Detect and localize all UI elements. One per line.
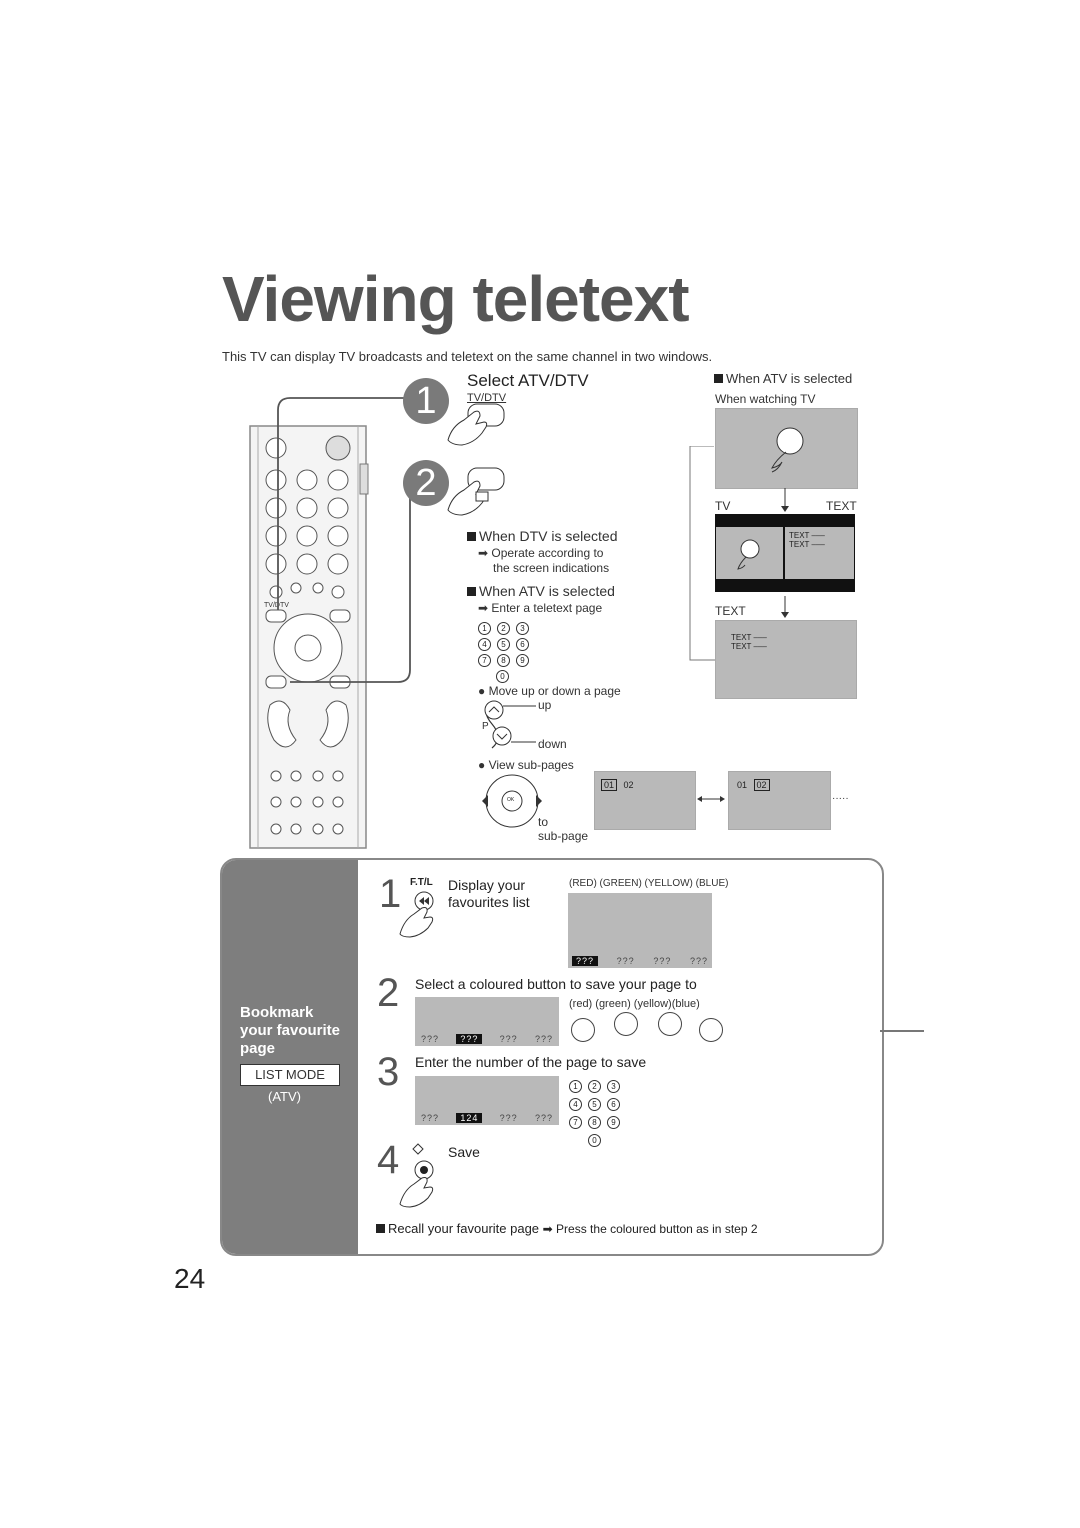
green-button-icon: [614, 1012, 638, 1036]
person-silhouette-small-icon: [737, 539, 760, 570]
bm-step-2-text: Select a coloured button to save your pa…: [415, 976, 697, 992]
tvdtv-label: TV/DTV: [467, 392, 507, 404]
favourites-list-screen: ????????????: [568, 893, 712, 968]
hand-rewind-icon: [399, 891, 434, 938]
down-label: down: [538, 737, 567, 751]
page-updown-rocker-icon: [484, 700, 536, 749]
ok-label: OK: [507, 797, 515, 803]
page-number-screen: ???124??????: [415, 1076, 559, 1125]
subpage-screen-1: 01 02: [594, 771, 696, 830]
right-atv-heading: When ATV is selected: [714, 371, 852, 386]
bookmark-title: Bookmark your favourite page: [240, 1004, 341, 1057]
more-dots: ·····: [832, 793, 849, 804]
to-label: to: [538, 815, 549, 829]
step-1-badge: 1: [403, 378, 449, 424]
text-screen: TEXT ––– TEXT –––: [715, 620, 857, 699]
save-slot-screen: ????????????: [415, 997, 559, 1046]
remote-control-illustration: [249, 425, 369, 849]
view-subpages-text: ● View sub-pages: [478, 758, 574, 772]
when-watching-label: When watching TV: [715, 392, 816, 406]
tv-label: TV: [715, 499, 731, 513]
blue-button-icon: [699, 1018, 723, 1042]
hand-press-icon: [447, 403, 505, 446]
p-label: P: [482, 721, 489, 732]
ftl-key-label: F.T/L: [410, 877, 433, 888]
step-2-badge: 2: [403, 460, 449, 506]
split-text-pane: TEXT ––– TEXT –––: [785, 527, 854, 579]
bm-step-3-number: 3: [377, 1050, 400, 1094]
page-number: 24: [174, 1263, 206, 1294]
bookmark-sidebar: Bookmark your favourite page LIST MODE (…: [222, 860, 358, 1254]
hand-press-text-icon: [447, 467, 505, 516]
bm-step-3-text: Enter the number of the page to save: [415, 1054, 647, 1070]
text-label: TEXT: [826, 499, 857, 513]
intro-text: This TV can display TV broadcasts and te…: [222, 349, 713, 364]
flow-arrows: [689, 446, 789, 661]
atv-note: ➡ Enter a teletext page: [478, 601, 603, 615]
dtv-heading: When DTV is selected: [467, 528, 618, 544]
bm-step-1-number: 1: [379, 872, 402, 916]
connector-lines: [277, 397, 411, 683]
recall-line: Recall your favourite page ➡ Press the c…: [376, 1221, 758, 1236]
bm-step-4-text: Save: [448, 1144, 480, 1160]
bm-step-2-number: 2: [377, 971, 400, 1015]
atv-heading: When ATV is selected: [467, 583, 615, 599]
select-atv-dtv-heading: Select ATV/DTV: [467, 371, 589, 390]
colour-names: (red) (green) (yellow)(blue): [569, 998, 700, 1010]
page-title: Viewing teletext: [222, 263, 690, 335]
dtv-note-line2: the screen indications: [493, 561, 610, 575]
up-label: up: [538, 698, 552, 712]
person-silhouette-icon: [771, 427, 804, 473]
hand-save-icon: [399, 1143, 434, 1208]
list-mode-badge: LIST MODE: [240, 1064, 340, 1086]
colour-buttons-label: (RED) (GREEN) (YELLOW) (BLUE): [569, 878, 729, 889]
bookmark-panel: Bookmark your favourite page LIST MODE (…: [220, 858, 884, 1256]
subpage-screen-2: 01 02: [728, 771, 831, 830]
remote-tvdtv-label: TV/DTV: [264, 602, 289, 609]
double-arrow-icon: [697, 796, 725, 802]
dtv-note: ➡ Operate according to: [478, 546, 604, 560]
atv-mode-label: (ATV): [268, 1089, 301, 1104]
sub-page-label: sub-page: [538, 829, 589, 843]
split-tv-pane: [716, 527, 783, 579]
red-button-icon: [571, 1018, 595, 1042]
tv-screen: [715, 408, 858, 489]
split-screen: TEXT ––– TEXT –––: [715, 514, 855, 592]
bm-step-4-number: 4: [377, 1138, 400, 1182]
edge-tab-line: [880, 1030, 924, 1032]
move-page-text: ● Move up or down a page: [478, 684, 621, 698]
bm-step-1-text: Display your favourites list: [448, 877, 530, 910]
dpad-icon: [482, 774, 542, 828]
text-mode-label: TEXT: [715, 604, 746, 618]
yellow-button-icon: [658, 1012, 682, 1036]
